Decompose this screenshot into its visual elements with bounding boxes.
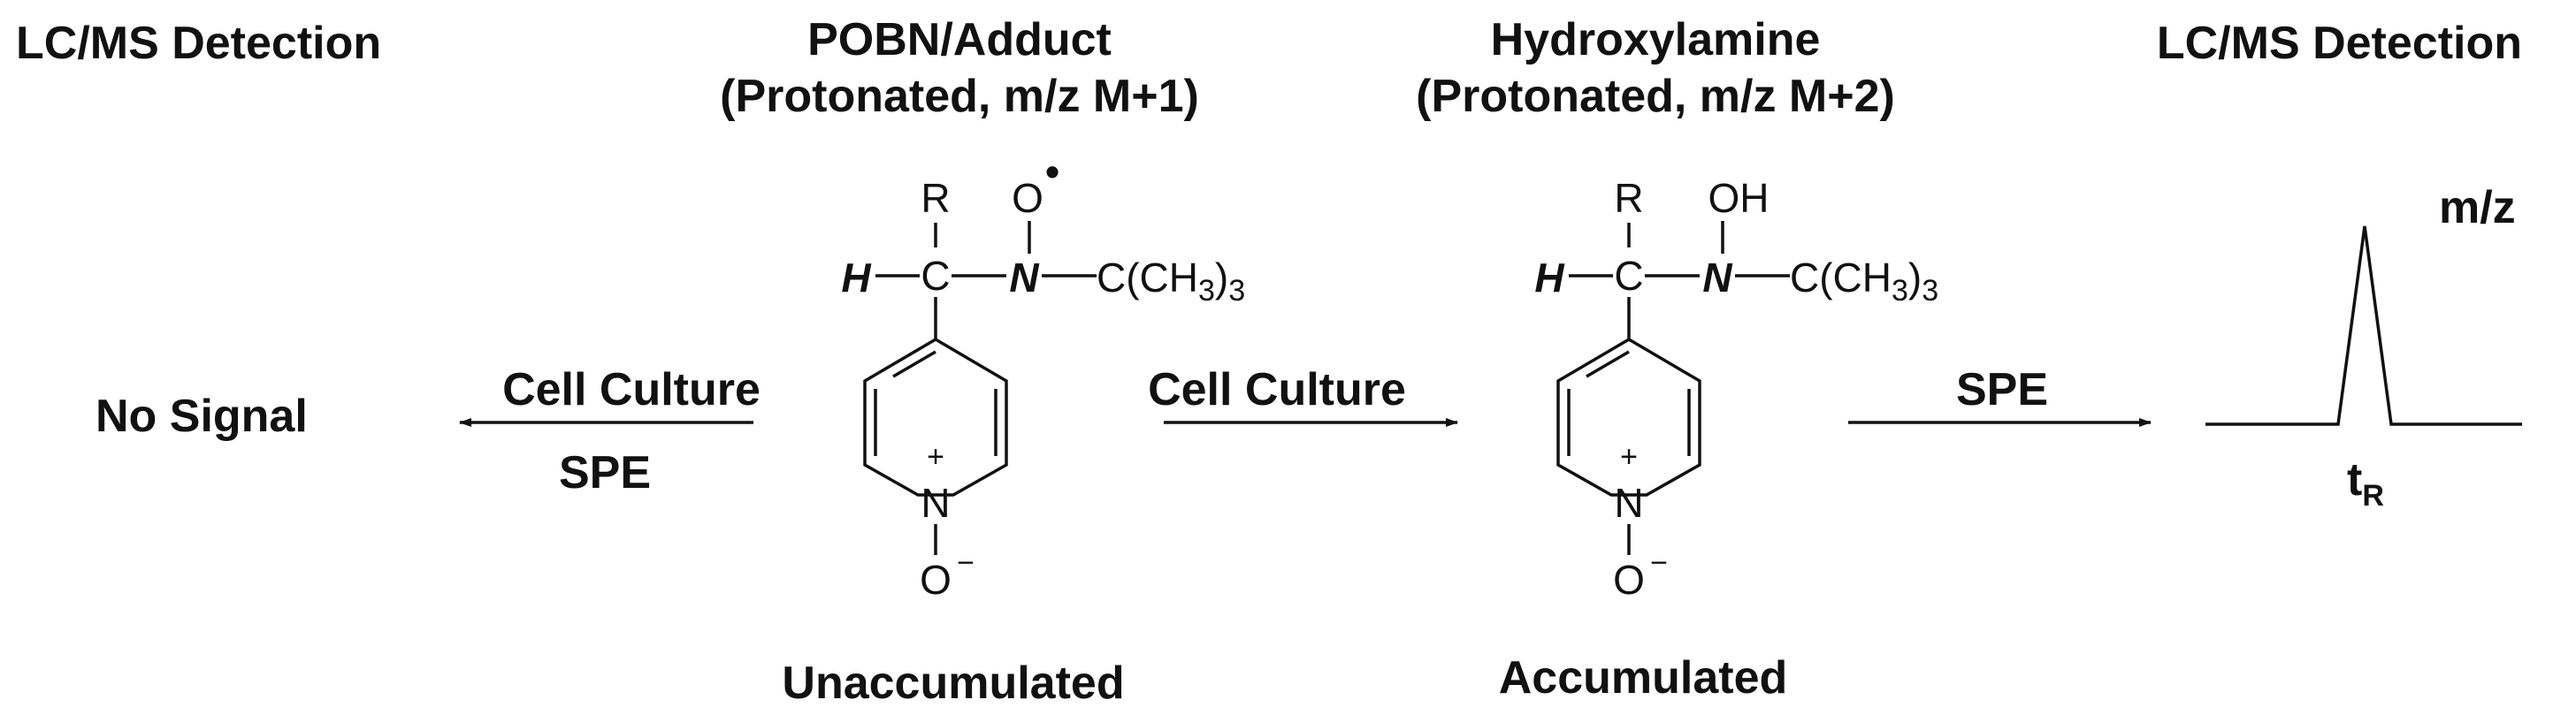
- carbon-label-2: C: [1614, 253, 1643, 299]
- tert-butyl-label: C(CH3)3: [1097, 255, 1245, 308]
- pyridinium-nitrogen-label-2: N: [1614, 480, 1643, 526]
- chromatogram-peak: [2205, 225, 2522, 426]
- ring-plus-charge-2: +: [1620, 440, 1638, 474]
- accumulated-label: Accumulated: [1499, 652, 1788, 704]
- n-oxide-minus-charge-2: −: [1650, 546, 1668, 580]
- hydrogen-label: H: [841, 255, 871, 300]
- unaccumulated-label: Unaccumulated: [782, 658, 1124, 709]
- tert-butyl-label-2: C(CH3)3: [1790, 255, 1938, 308]
- nitrogen-label: N: [1009, 255, 1039, 300]
- adduct-header-line2: (Protonated, m/z M+1): [720, 71, 1199, 122]
- right-detection-header: LC/MS Detection: [2157, 18, 2522, 69]
- r-group-label: R: [921, 175, 950, 221]
- left-arrow-top-label: Cell Culture: [502, 364, 761, 415]
- no-signal-label: No Signal: [96, 391, 308, 442]
- nitrogen-label-2: N: [1702, 255, 1732, 300]
- chromatogram: m/z tR: [2205, 182, 2522, 513]
- left-arrow-bottom-label: SPE: [559, 447, 651, 498]
- retention-time-label: tR: [2347, 454, 2384, 513]
- hydroxylamine-header-line2: (Protonated, m/z M+2): [1416, 71, 1895, 122]
- n-oxide-oxygen-label: O: [920, 557, 952, 603]
- pobn-adduct-structure: R H C N O • C(CH3)3 N + O −: [841, 148, 1245, 603]
- right-arrow-top-label: SPE: [1956, 364, 2048, 415]
- middle-arrow-top-label: Cell Culture: [1148, 364, 1406, 415]
- adduct-header-line1: POBN/Adduct: [807, 14, 1112, 65]
- carbon-label: C: [921, 253, 950, 299]
- n-oxide-minus-charge: −: [957, 546, 975, 580]
- r-group-label-2: R: [1614, 175, 1643, 221]
- ring-plus-charge: +: [927, 440, 944, 474]
- hydrogen-label-2: H: [1534, 255, 1564, 300]
- radical-dot: •: [1045, 148, 1059, 194]
- mz-axis-label: m/z: [2439, 182, 2516, 233]
- oxygen-radical-label: O: [1012, 175, 1043, 221]
- left-detection-header: LC/MS Detection: [16, 18, 381, 69]
- hydroxylamine-structure: R H C N OH C(CH3)3 N + O −: [1534, 175, 1938, 603]
- n-oxide-oxygen-label-2: O: [1613, 557, 1645, 603]
- hydroxyl-label: OH: [1708, 175, 1770, 221]
- pyridinium-nitrogen-label: N: [921, 480, 950, 526]
- hydroxylamine-header-line1: Hydroxylamine: [1491, 14, 1821, 65]
